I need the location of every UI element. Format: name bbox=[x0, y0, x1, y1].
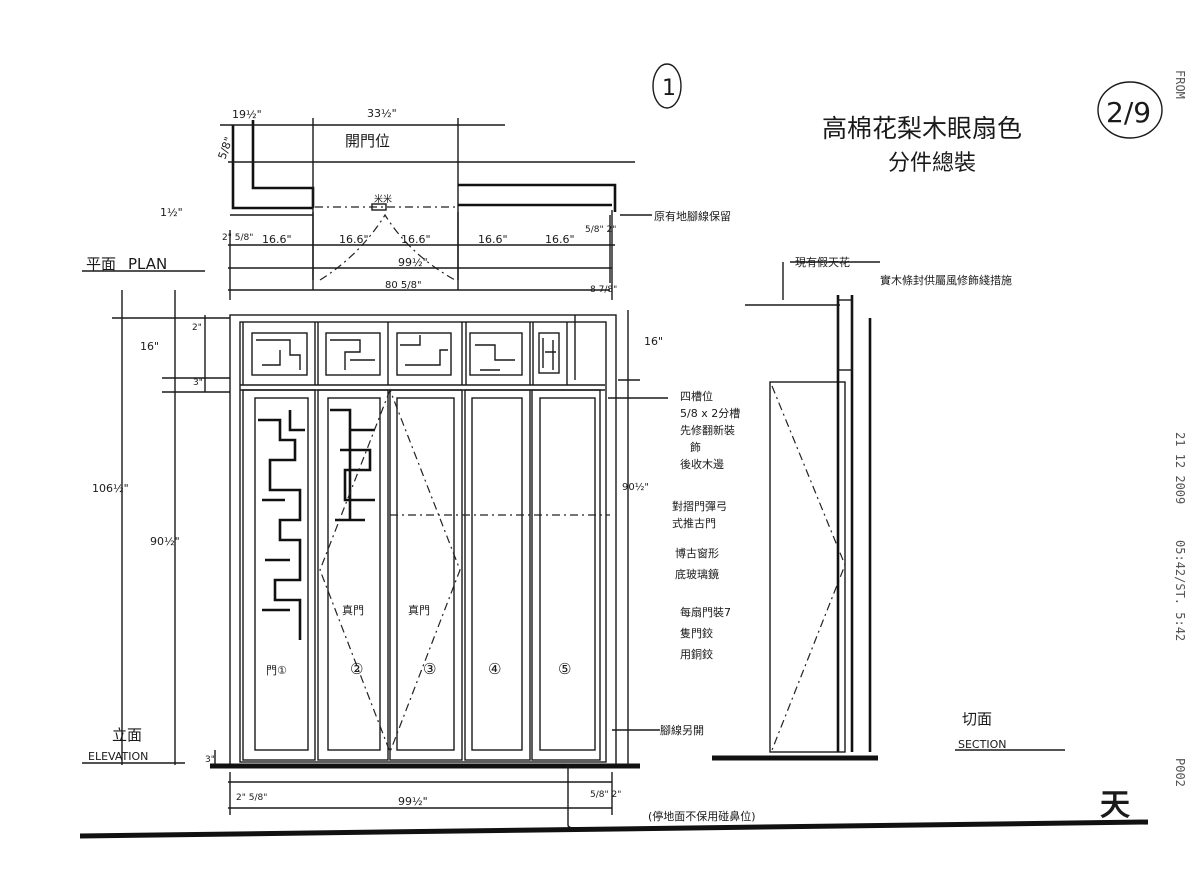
leaf-label-1: 門① bbox=[266, 664, 287, 677]
dim-transom: 16" bbox=[140, 340, 159, 353]
transom-lattice-1 bbox=[251, 332, 308, 376]
title-line-2: 分件總裝 bbox=[888, 151, 976, 176]
svg-text:每扇門裝7: 每扇門裝7 bbox=[680, 605, 731, 619]
dim-sill: 3" bbox=[205, 755, 215, 765]
door-leaf-1 bbox=[242, 389, 316, 761]
real-door-label-1: 真門 bbox=[342, 603, 364, 617]
svg-text:式推古門: 式推古門 bbox=[672, 516, 716, 530]
page-badge-circle bbox=[1097, 81, 1163, 139]
transom-lattice-4 bbox=[469, 332, 523, 376]
plan-pivot-mark: 米米 bbox=[374, 193, 392, 205]
door-leaf-4 bbox=[464, 389, 531, 761]
dim-total-height: 106½" bbox=[92, 482, 129, 495]
dim-bottom-left: 2" 5/8" bbox=[236, 793, 267, 803]
plan-label-cn: 平面 bbox=[86, 255, 116, 273]
elevation-label-cn: 立面 bbox=[112, 726, 142, 744]
sheet-bottom-rule bbox=[79, 819, 1149, 839]
svg-text:對摺門彈弓: 對摺門彈弓 bbox=[672, 499, 727, 513]
plan-dim-opening: 33½" bbox=[367, 107, 397, 120]
plan-leaf-width-5: 16.6" bbox=[545, 233, 575, 246]
note-lattice-mirror: 博古窗形 底玻璃鏡 bbox=[675, 546, 719, 581]
plan-dim-inner-total: 99½" bbox=[398, 256, 428, 269]
door-leaf-2 bbox=[317, 389, 389, 761]
svg-text:博古窗形: 博古窗形 bbox=[675, 546, 719, 560]
sheet-number-circle bbox=[652, 63, 682, 109]
leaf-label-4: ④ bbox=[488, 660, 501, 678]
plan-label-en: PLAN bbox=[128, 255, 167, 273]
svg-text:飾: 飾 bbox=[690, 441, 701, 454]
leaf-label-2: ② bbox=[350, 660, 363, 678]
dim-bottom-right: 5/8" 2" bbox=[590, 790, 621, 800]
plan-dim-outer: 80 5/8" bbox=[385, 280, 422, 291]
plan-dim-left-width: 19½" bbox=[232, 108, 262, 121]
elevation-label-en: ELEVATION bbox=[88, 750, 148, 763]
svg-text:5/8 x 2分槽: 5/8 x 2分槽 bbox=[680, 407, 740, 420]
plan-dim-right-offset: 8 7/8" bbox=[590, 285, 617, 295]
plan-dim-wall: 1½" bbox=[160, 206, 183, 219]
svg-text:先修翻新裝: 先修翻新裝 bbox=[680, 423, 735, 437]
svg-text:隻門鉸: 隻門鉸 bbox=[680, 626, 713, 640]
transom-lattice-3 bbox=[396, 332, 452, 376]
svg-text:後收木邊: 後收木邊 bbox=[680, 457, 724, 471]
section-note-ceiling: 現有假天花 bbox=[795, 255, 850, 269]
plan-note-existing: 原有地腳線保留 bbox=[654, 209, 731, 223]
plan-opening-label: 開門位 bbox=[345, 132, 390, 150]
plan-dim-right-gap: 5/8" 2" bbox=[585, 225, 616, 235]
note-folding-door: 對摺門彈弓 式推古門 bbox=[672, 499, 727, 530]
fax-date: 21 12 2009 bbox=[1173, 432, 1187, 504]
dim-top-gap: 2" bbox=[192, 323, 202, 333]
note-groove: 四槽位 5/8 x 2分槽 先修翻新裝 飾 後收木邊 bbox=[680, 389, 740, 471]
fax-time: 05:42/ST. 5:42 bbox=[1173, 540, 1187, 641]
dim-transom-gap: 3" bbox=[193, 378, 203, 388]
plan-leaf-width-3: 16.6" bbox=[401, 233, 431, 246]
transom-lattice-5 bbox=[538, 332, 560, 374]
dim-door-height: 90½" bbox=[150, 535, 180, 548]
section-label-en: SECTION bbox=[958, 738, 1006, 751]
note-baseboard: 腳線另開 bbox=[660, 723, 704, 737]
dim-right-transom: 16" bbox=[644, 335, 663, 348]
page-badge: 2/9 bbox=[1106, 96, 1151, 129]
signature: 天 bbox=[1100, 788, 1130, 823]
note-bottom: (停地面不保用碰鼻位) bbox=[648, 809, 756, 823]
leaf-label-5: ⑤ bbox=[558, 660, 571, 678]
svg-text:底玻璃鏡: 底玻璃鏡 bbox=[675, 567, 719, 581]
sheet-number: 1 bbox=[662, 76, 676, 101]
door-leaf-3 bbox=[389, 389, 463, 761]
transom-lattice-2 bbox=[325, 332, 381, 376]
section-view bbox=[712, 261, 880, 761]
dim-bottom-total: 99½" bbox=[398, 795, 428, 808]
elevation-view bbox=[229, 314, 617, 766]
note-hinges: 每扇門裝7 隻門鉸 用銅鉸 bbox=[680, 605, 731, 661]
title-line-1: 高棉花梨木眼扇色 bbox=[822, 114, 1022, 143]
section-label-cn: 切面 bbox=[962, 710, 992, 728]
svg-text:四槽位: 四槽位 bbox=[680, 389, 713, 403]
fax-from: FROM bbox=[1173, 70, 1187, 99]
leaf-label-3: ③ bbox=[423, 660, 436, 678]
fax-page: P002 bbox=[1173, 758, 1187, 787]
door-leaf-5 bbox=[531, 389, 601, 761]
plan-leaf-width-4: 16.6" bbox=[478, 233, 508, 246]
dim-right-height: 90½" bbox=[622, 481, 649, 493]
section-note-header: 實木條封供屬風修飾綫措施 bbox=[880, 273, 1012, 287]
svg-text:用銅鉸: 用銅鉸 bbox=[680, 647, 713, 661]
plan-leaf-width-2: 16.6" bbox=[339, 233, 369, 246]
plan-view bbox=[220, 118, 635, 300]
plan-leaf-width-1: 16.6" bbox=[262, 233, 292, 246]
real-door-label-2: 真門 bbox=[408, 603, 430, 617]
plan-dim-left-gap: 2" 5/8" bbox=[222, 233, 253, 243]
